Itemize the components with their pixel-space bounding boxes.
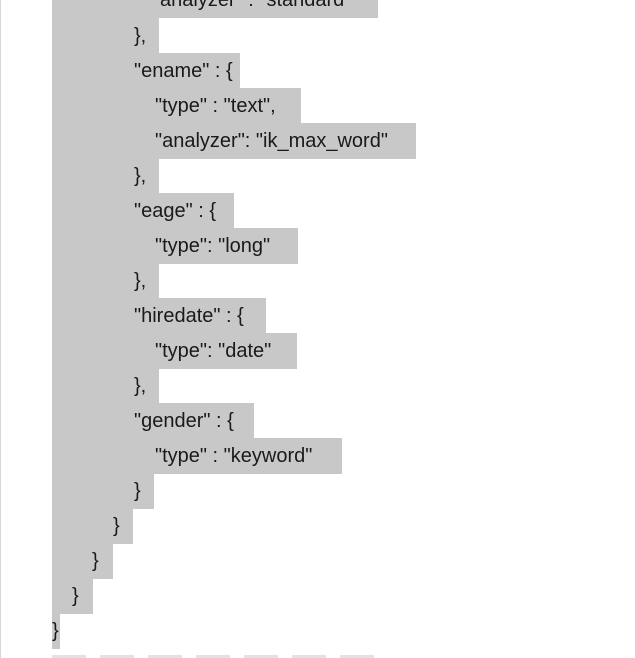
code-line: "gender" : { [52,403,254,439]
code-line: }, [52,263,159,299]
code-line: "type" : "keyword" [52,438,342,474]
code-line: } [52,543,113,579]
code-line: "hiredate" : { [52,298,266,334]
code-line: analyzer" : "standard" [52,0,378,18]
code-line: "ename" : { [52,53,240,89]
cut-off-text-line [52,650,382,658]
code-line: } [52,578,93,614]
code-line: }, [52,368,159,404]
code-line: } [52,473,154,509]
code-line: "type" : "text", [52,88,301,124]
code-line: "type": "long" [52,228,298,264]
code-line: }, [52,18,159,54]
selection-highlight [52,613,60,649]
code-line: "analyzer": "ik_max_word" [52,123,416,159]
code-line: "type": "date" [52,333,297,369]
code-line: }, [52,158,159,194]
code-line: "eage" : { [52,193,234,229]
code-line: } [52,613,72,649]
page-left-border [0,0,1,658]
code-line: } [52,508,133,544]
